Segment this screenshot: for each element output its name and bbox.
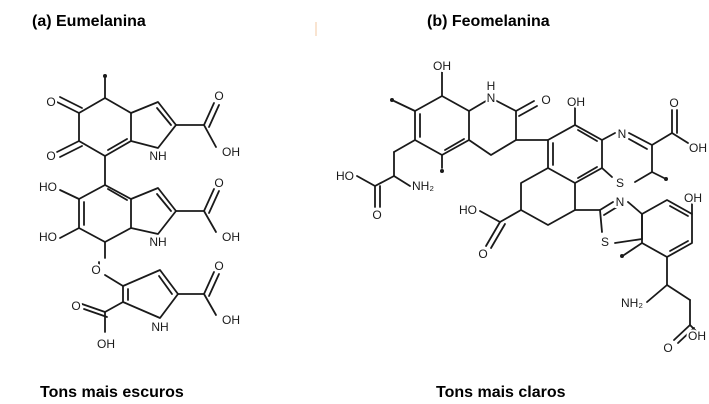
atom-oh: OH xyxy=(222,230,240,244)
eumelanin-atom-labels: O O NH O OH HO HO NH O OH O NH O OH O OH xyxy=(37,87,242,353)
radical-dot xyxy=(620,254,624,258)
atom-nh2: NH₂ xyxy=(621,296,643,310)
atom-oh: OH xyxy=(689,141,707,155)
radical-dot xyxy=(664,177,668,181)
atom-nh: NH xyxy=(151,320,168,334)
radical-dot xyxy=(103,74,107,78)
atom-o: O xyxy=(663,341,672,355)
atom-oh: OH xyxy=(97,337,115,351)
atom-oh: OH xyxy=(684,191,702,205)
atom-oh: OH xyxy=(688,329,706,343)
pheomelanin-title: (b) Feomelanina xyxy=(427,13,550,30)
atom-o: O xyxy=(541,93,550,107)
atom-s: S xyxy=(616,176,624,190)
atom-o: O xyxy=(214,259,223,273)
atom-o: O xyxy=(46,95,55,109)
atom-nh2: NH₂ xyxy=(412,179,434,193)
atom-o: O xyxy=(71,299,80,313)
pheomelanin-structure xyxy=(356,71,701,344)
atom-nh: NH xyxy=(149,235,166,249)
eumelanin-structure xyxy=(56,74,220,333)
atom-o: O xyxy=(478,247,487,261)
atom-n: N xyxy=(618,127,627,141)
atom-o: O xyxy=(372,208,381,222)
atom-n: N xyxy=(616,195,625,209)
atom-oh: OH xyxy=(222,313,240,327)
atom-ho: HO xyxy=(336,169,354,183)
atom-n: N xyxy=(487,91,496,105)
eumelanin-caption: Tons mais escuros xyxy=(40,384,184,401)
pheomelanin-caption: Tons mais claros xyxy=(436,384,566,401)
atom-oh: OH xyxy=(433,59,451,73)
atom-o: O xyxy=(214,89,223,103)
atom-s: S xyxy=(601,235,609,249)
radical-dot xyxy=(440,169,444,173)
atom-h: H xyxy=(487,79,496,93)
atom-oh: OH xyxy=(222,145,240,159)
atom-o: O xyxy=(91,263,100,277)
atom-ho: HO xyxy=(459,203,477,217)
atom-oh: OH xyxy=(567,95,585,109)
pheomelanin-atom-labels: OH H N O OH N S O OH HO NH₂ O HO O N S O… xyxy=(334,57,709,357)
radical-dot xyxy=(390,98,394,102)
eumelanin-title: (a) Eumelanina xyxy=(32,13,146,30)
atom-o: O xyxy=(46,149,55,163)
atom-ho: HO xyxy=(39,180,57,194)
atom-o: O xyxy=(214,176,223,190)
atom-ho: HO xyxy=(39,230,57,244)
atom-nh: NH xyxy=(149,149,166,163)
atom-o: O xyxy=(669,96,678,110)
